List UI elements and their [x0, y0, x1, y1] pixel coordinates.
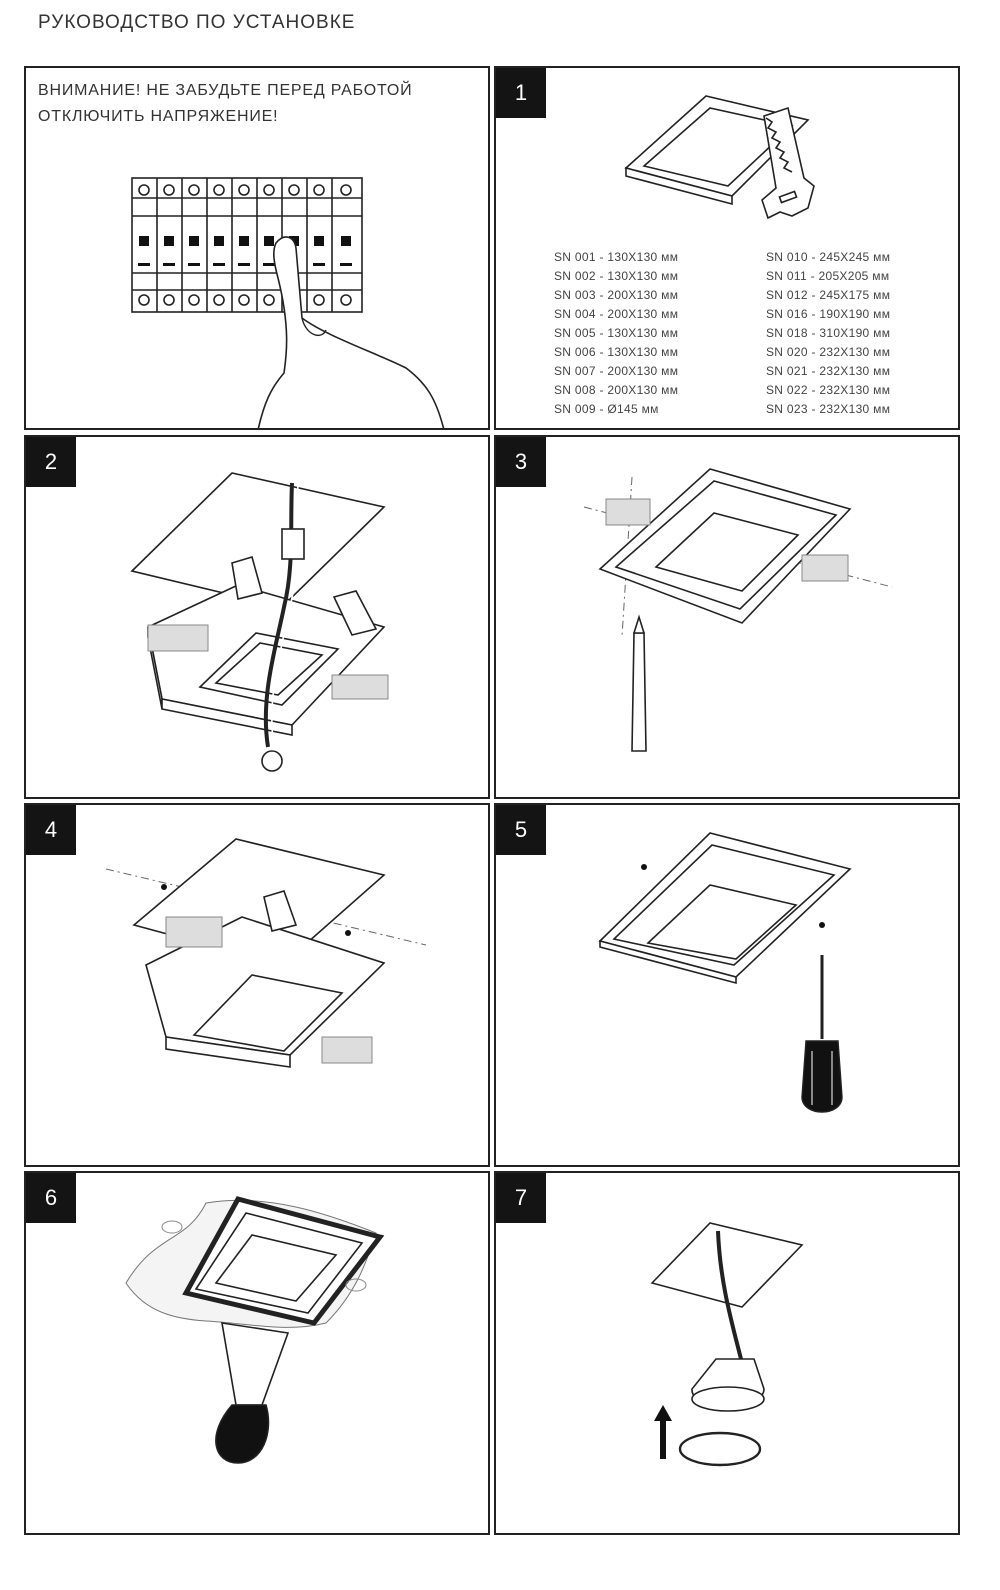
step-7-panel: 7	[494, 1171, 960, 1535]
step-4-panel: 4	[24, 803, 490, 1167]
wire-through-frame-illustration	[130, 472, 389, 772]
arrow-up-icon	[654, 1405, 672, 1459]
mark-holes-illustration	[583, 468, 893, 752]
model-size: SN 018 - 310X190 мм	[766, 326, 891, 340]
step-number: 3	[496, 437, 546, 487]
lamp-icon	[691, 1358, 765, 1412]
model-size: SN 023 - 232X130 мм	[766, 402, 891, 416]
step-1-panel: 1 SN 001 - 130X130 мм SN 002 - 130X130 м…	[494, 66, 960, 430]
retaining-ring-icon	[678, 1431, 762, 1467]
mount-frame-illustration	[105, 838, 427, 1068]
step-number: 1	[496, 68, 546, 118]
model-size-list-left: SN 001 - 130X130 мм SN 002 - 130X130 мм …	[554, 248, 678, 419]
pencil-icon	[631, 632, 647, 752]
step-3-panel: 3	[494, 435, 960, 799]
plaster-illustration	[125, 1196, 385, 1464]
spatula-icon	[221, 1322, 290, 1406]
screw-frame-illustration	[598, 832, 852, 1113]
warning-text: ВНИМАНИЕ! НЕ ЗАБУДЬТЕ ПЕРЕД РАБОТОЙ ОТКЛ…	[38, 82, 413, 125]
page-title: РУКОВОДСТВО ПО УСТАНОВКЕ	[38, 12, 356, 33]
screwdriver-icon	[801, 955, 843, 1113]
model-size: SN 022 - 232X130 мм	[766, 383, 891, 397]
model-size: SN 010 - 245X245 мм	[766, 250, 891, 264]
step-number: 4	[26, 805, 76, 855]
model-size: SN 004 - 200X130 мм	[554, 307, 679, 321]
warning-panel: ВНИМАНИЕ! НЕ ЗАБУДЬТЕ ПЕРЕД РАБОТОЙ ОТКЛ…	[24, 66, 490, 430]
model-size: SN 016 - 190X190 мм	[766, 307, 891, 321]
step-2-panel: 2	[24, 435, 490, 799]
model-size: SN 011 - 205X205 мм	[766, 269, 890, 283]
step-number: 6	[26, 1173, 76, 1223]
connector-icon	[281, 528, 305, 560]
model-size: SN 021 - 232X130 мм	[766, 364, 891, 378]
insert-lamp-illustration	[650, 1222, 804, 1467]
model-size: SN 007 - 200X130 мм	[554, 364, 679, 378]
step-number: 7	[496, 1173, 546, 1223]
step-number: 2	[26, 437, 76, 487]
model-size: SN 005 - 130X130 мм	[554, 326, 679, 340]
model-size: SN 008 - 200X130 мм	[554, 383, 679, 397]
model-size: SN 009 - Ø145 мм	[554, 402, 659, 416]
model-size: SN 003 - 200X130 мм	[554, 288, 679, 302]
model-size: SN 006 - 130X130 мм	[554, 345, 679, 359]
model-size: SN 002 - 130X130 мм	[554, 269, 679, 283]
step-number: 5	[496, 805, 546, 855]
model-size: SN 020 - 232X130 мм	[766, 345, 891, 359]
breaker-panel-illustration	[131, 177, 445, 428]
step-5-panel: 5	[494, 803, 960, 1167]
step-6-panel: 6	[24, 1171, 490, 1535]
cut-ceiling-illustration	[624, 95, 815, 220]
model-size: SN 001 - 130X130 мм	[554, 250, 679, 264]
model-size-list-right: SN 010 - 245X245 мм SN 011 - 205X205 мм …	[766, 248, 890, 419]
model-size: SN 012 - 245X175 мм	[766, 288, 891, 302]
